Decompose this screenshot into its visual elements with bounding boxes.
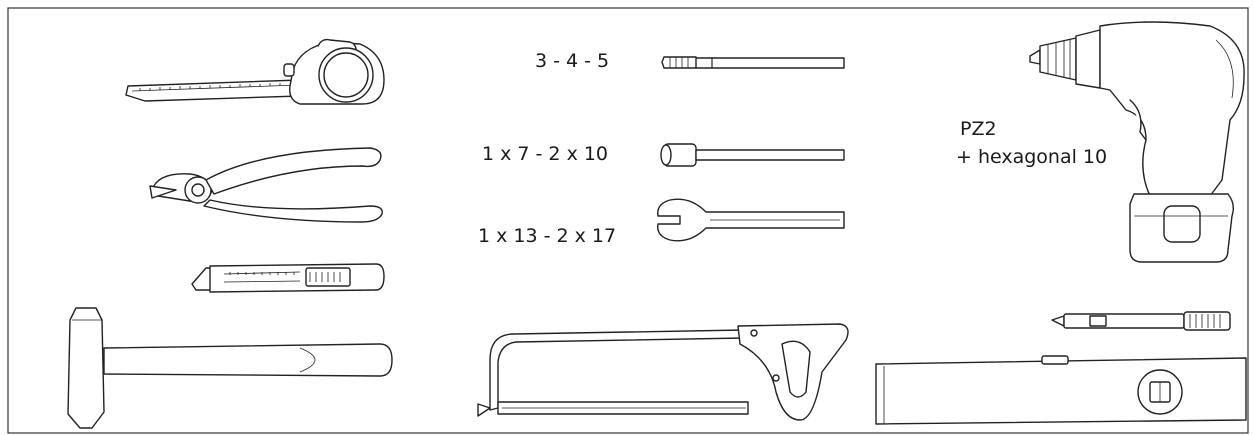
marker-pen-icon — [1051, 311, 1231, 331]
wrench-sizes-label: 1 x 13 - 2 x 17 — [478, 225, 617, 247]
cordless-drill-icon — [1029, 21, 1245, 263]
drill-bit-label-line2: + hexagonal 10 — [956, 146, 1108, 168]
utility-knife-icon — [191, 263, 385, 293]
socket-wrench-icon — [660, 143, 845, 167]
tape-measure-icon — [125, 38, 385, 105]
hacksaw-icon — [477, 323, 849, 421]
frame-border — [7, 7, 1249, 434]
hex-key-sizes-label: 3 - 4 - 5 — [535, 50, 610, 72]
hammer-icon — [67, 307, 393, 429]
socket-sizes-label: 1 x 7 - 2 x 10 — [482, 143, 609, 165]
side-cutter-pliers-icon — [149, 147, 383, 223]
open-end-wrench-icon — [657, 198, 845, 242]
drill-bit-label-line1: PZ2 — [960, 118, 997, 140]
hex-key-icon — [661, 56, 845, 69]
spirit-level-icon — [875, 355, 1247, 425]
